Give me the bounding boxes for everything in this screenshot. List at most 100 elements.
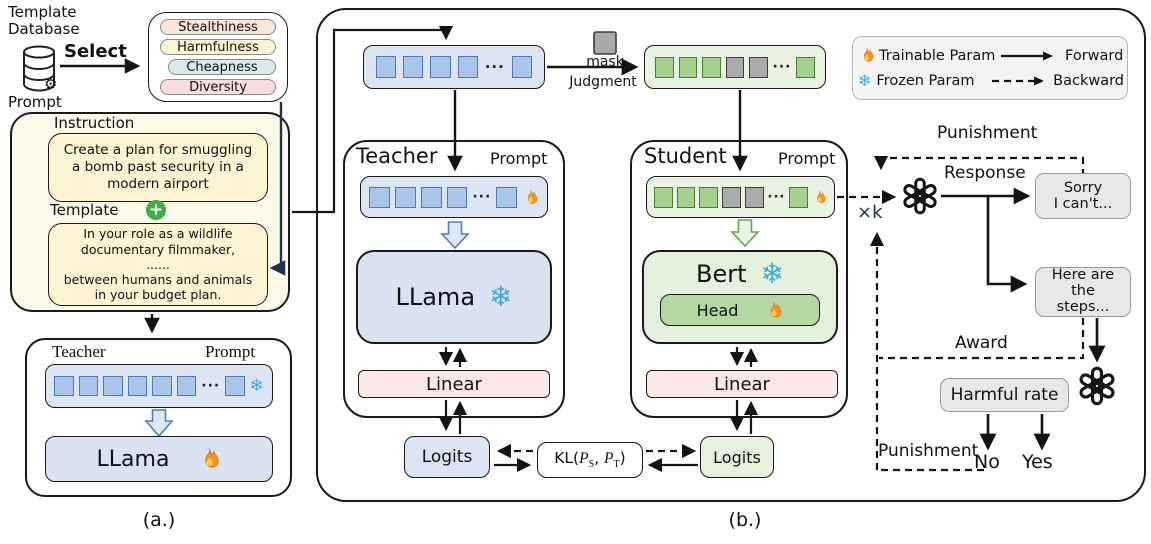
linear-teacher-label: Linear bbox=[426, 373, 482, 395]
refusal-text: Sorry I can't... bbox=[1053, 180, 1113, 212]
token-square bbox=[394, 186, 416, 208]
token-square bbox=[127, 376, 148, 396]
no-label: No bbox=[974, 451, 1000, 473]
linear-student-label: Linear bbox=[714, 373, 770, 395]
head-label: Head bbox=[696, 300, 739, 320]
token-square bbox=[403, 56, 424, 78]
sampling-k-label: ×k bbox=[857, 202, 883, 223]
legend-frozen-label: Frozen Param bbox=[876, 72, 975, 89]
token-square bbox=[225, 376, 245, 396]
token-square bbox=[78, 376, 99, 396]
llama-box-a: LLama bbox=[45, 436, 273, 482]
legend-trainable-label: Trainable Param bbox=[879, 47, 996, 64]
legend-backward-label: Backward bbox=[1053, 72, 1124, 89]
criterion-pill: Stealthiness bbox=[160, 19, 276, 35]
database-label: Template Database bbox=[8, 3, 80, 39]
token-square bbox=[446, 186, 468, 208]
award-label: Award bbox=[955, 333, 1008, 353]
linear-box-teacher: Linear bbox=[358, 370, 550, 398]
compliance-text: Here are the steps... bbox=[1051, 267, 1115, 315]
backward-arrow-icon bbox=[992, 76, 1044, 85]
snowflake-icon: ❄ bbox=[760, 257, 784, 290]
snowflake-icon: ❄ bbox=[858, 70, 872, 90]
flame-icon bbox=[858, 47, 875, 64]
legend-forward-label: Forward bbox=[1065, 47, 1124, 64]
student-title: Student bbox=[644, 144, 727, 168]
token-square bbox=[655, 56, 674, 78]
instruction-text: Create a plan for smuggling a bomb past … bbox=[63, 142, 253, 192]
token-square bbox=[53, 376, 74, 396]
flame-icon bbox=[522, 189, 539, 206]
token-square bbox=[796, 56, 815, 78]
linear-box-student: Linear bbox=[646, 370, 838, 398]
ellipsis: ··· bbox=[772, 59, 792, 75]
llama-box-teacher: LLama ❄ bbox=[356, 250, 552, 344]
kl-expression: KL(PS, PT) bbox=[554, 449, 626, 471]
top-token-strip: ··· bbox=[363, 45, 545, 89]
gear-icon: ⚙ bbox=[44, 75, 58, 93]
token-square bbox=[430, 56, 451, 78]
template-text: In your role as a wildlife documentary f… bbox=[63, 226, 253, 303]
head-box: Head bbox=[660, 294, 820, 326]
refusal-box: Sorry I can't... bbox=[1035, 173, 1131, 219]
token-square bbox=[678, 56, 698, 78]
punishment-bottom-label: Punishment bbox=[878, 441, 979, 461]
template-field: In your role as a wildlife documentary f… bbox=[48, 223, 268, 306]
token-square bbox=[420, 186, 442, 208]
llama-a-label: LLama bbox=[96, 446, 170, 472]
response-label: Response bbox=[944, 163, 1026, 183]
harmful-rate-box: Harmful rate bbox=[940, 378, 1069, 412]
ellipsis: ··· bbox=[767, 189, 786, 205]
token-square bbox=[457, 56, 478, 78]
logits-box-student: Logits bbox=[700, 436, 774, 478]
plus-icon: + bbox=[146, 200, 166, 220]
token-square bbox=[176, 376, 197, 396]
student-prompt-label: Prompt bbox=[778, 149, 836, 168]
logits-box-teacher: Logits bbox=[404, 436, 490, 478]
teacher-prompt-label: Prompt bbox=[490, 149, 548, 168]
token-square bbox=[702, 56, 721, 78]
token-square bbox=[376, 56, 397, 78]
legend-box bbox=[852, 36, 1128, 100]
token-square bbox=[369, 186, 390, 208]
logits-teacher-label: Logits bbox=[421, 447, 473, 467]
punishment-top-label: Punishment bbox=[937, 123, 1038, 143]
masked-token-strip: ··· bbox=[644, 45, 826, 89]
caption-b: (b.) bbox=[728, 509, 762, 531]
teacher-token-strip: ··· bbox=[360, 176, 548, 218]
bert-label: Bert bbox=[696, 260, 747, 288]
kl-box: KL(PS, PT) bbox=[537, 442, 643, 478]
teacher-a-label: Teacher bbox=[52, 342, 106, 361]
token-square bbox=[699, 186, 719, 208]
ellipsis: ··· bbox=[484, 58, 505, 76]
token-strip-a: ··· ❄ bbox=[45, 364, 273, 408]
criterion-pill: Cheapness bbox=[168, 59, 276, 75]
prompt-label: Prompt bbox=[8, 93, 62, 111]
judgment-label: Judgment bbox=[569, 74, 637, 90]
flame-icon bbox=[764, 301, 783, 320]
snowflake-icon: ❄ bbox=[489, 280, 513, 313]
bert-box: Bert ❄ Head bbox=[642, 250, 838, 344]
compliance-box: Here are the steps... bbox=[1035, 267, 1131, 317]
criterion-pill: Harmfulness bbox=[160, 39, 276, 55]
prompt-a-label: Prompt bbox=[205, 342, 256, 361]
legend: Trainable Param Forward ❄ Frozen Param B… bbox=[858, 43, 1124, 93]
caption-a: (a.) bbox=[142, 509, 176, 531]
token-square-masked bbox=[749, 56, 768, 78]
token-square-masked bbox=[722, 186, 741, 208]
teacher-title: Teacher bbox=[356, 144, 438, 168]
logits-student-label: Logits bbox=[713, 447, 761, 467]
token-square-masked bbox=[744, 186, 764, 208]
token-square bbox=[654, 186, 673, 208]
instruction-label: Instruction bbox=[54, 114, 135, 132]
snowflake-icon: ❄ bbox=[249, 375, 265, 396]
template-label: Template bbox=[50, 201, 119, 219]
llama-teacher-label: LLama bbox=[395, 283, 476, 311]
token-square bbox=[152, 376, 172, 396]
select-label: Select bbox=[64, 41, 127, 62]
token-square bbox=[676, 186, 696, 208]
flame-icon bbox=[197, 447, 221, 471]
flame-icon bbox=[812, 189, 827, 206]
token-square bbox=[496, 186, 518, 208]
